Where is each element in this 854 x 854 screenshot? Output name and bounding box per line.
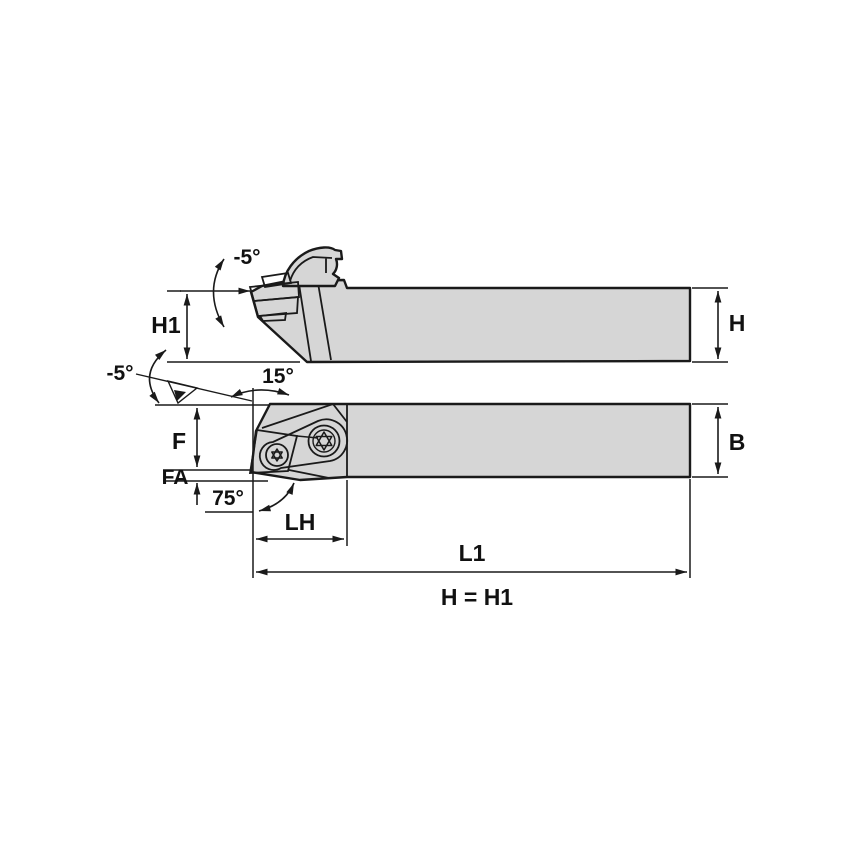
- upper-clamp-inner-line: [289, 256, 333, 282]
- upper-insert-seat: [252, 296, 299, 317]
- large-screw-torx-icon: [315, 431, 333, 451]
- lower-holder-body: [249, 402, 692, 482]
- label-f: F: [172, 428, 186, 454]
- upper-seat-notch: [258, 311, 288, 322]
- upper-head-front-line: [298, 283, 312, 362]
- upper-holder-body: [249, 278, 692, 364]
- upper-head-front-line-2: [317, 282, 332, 361]
- label-top-rake-angle: -5°: [233, 246, 260, 269]
- lower-view: -5° 15° F FA 75° LH L1 B H = H1: [106, 349, 746, 610]
- label-fa: FA: [162, 466, 189, 489]
- side-rake-angle-arc: [148, 349, 167, 404]
- upper-view: -5° H1 H: [151, 246, 746, 364]
- note-h-equals-h1: H = H1: [441, 584, 513, 610]
- top-rake-angle-arc: [212, 258, 225, 328]
- clamp-lever: [258, 418, 349, 471]
- upper-insert: [248, 281, 300, 302]
- large-screw-outer: [307, 424, 341, 458]
- upper-clamp: [281, 246, 344, 288]
- large-screw-inner: [312, 429, 336, 453]
- label-h: H: [729, 310, 746, 336]
- label-l1: L1: [459, 540, 486, 566]
- label-lead-angle: 75°: [212, 487, 244, 510]
- small-screw-outer: [265, 443, 289, 467]
- pocket-line-top: [261, 402, 348, 429]
- label-h1: H1: [151, 312, 181, 338]
- back-angle-arc: [230, 387, 290, 398]
- label-lh: LH: [285, 509, 316, 535]
- pocket-line-bottom: [288, 469, 330, 479]
- insert-edge-view: [166, 379, 199, 405]
- label-b: B: [729, 429, 746, 455]
- lead-angle-arc: [258, 482, 295, 512]
- label-back-angle: 15°: [262, 365, 294, 388]
- label-side-rake-angle: -5°: [106, 362, 133, 385]
- insert-edge-view-fill: [174, 390, 186, 401]
- small-screw-torx-icon: [271, 448, 283, 462]
- insert-pocket-edge: [296, 435, 319, 439]
